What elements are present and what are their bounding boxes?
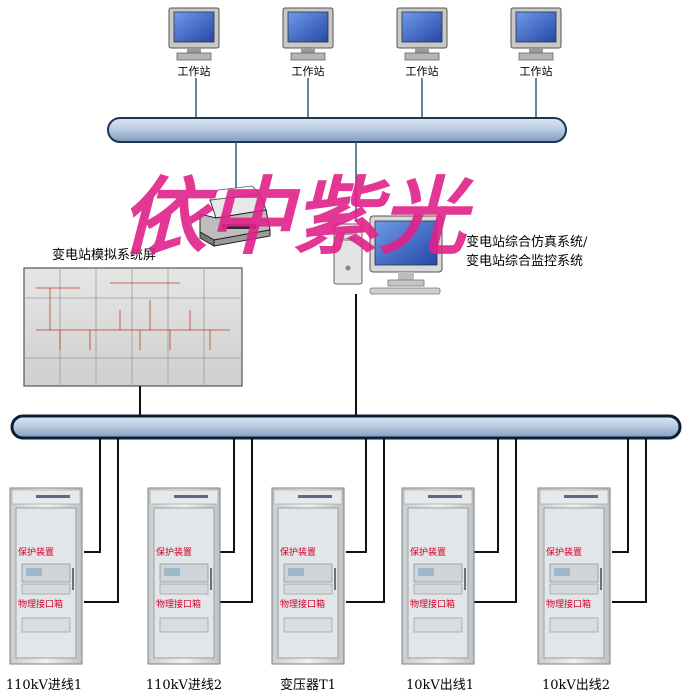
workstation-label: 工作站 — [292, 64, 325, 78]
bay-label: 变压器T1 — [280, 677, 336, 693]
bay-label: 10kV出线2 — [542, 678, 610, 693]
interface-box-label: 物理接口箱 — [18, 598, 63, 610]
protection-cabinets: 保护装置物理接口箱保护装置物理接口箱保护装置物理接口箱保护装置物理接口箱保护装置… — [9, 487, 611, 665]
interface-box-label: 物理接口箱 — [156, 598, 201, 610]
workstation-2 — [282, 7, 334, 61]
protection-device-label: 保护装置 — [18, 546, 54, 558]
workstation-links — [195, 78, 537, 118]
bay-label: 110kV进线1 — [6, 678, 82, 693]
lower-network-bus — [10, 414, 682, 440]
bay-label: 10kV出线1 — [406, 678, 474, 693]
bay-connection-lines — [84, 438, 647, 603]
desktop-computer-icon — [333, 215, 443, 295]
computer-monitor-icon — [282, 7, 334, 61]
simulation-screen-board — [23, 267, 243, 387]
workstation-label: 工作站 — [178, 64, 211, 78]
protection-device-label: 保护装置 — [156, 546, 192, 558]
printer-icon — [199, 185, 271, 247]
monitoring-pc — [333, 215, 443, 295]
interface-box-label: 物理接口箱 — [280, 598, 325, 610]
monitoring-system-label-line2: 变电站综合监控系统 — [466, 253, 583, 269]
computer-monitor-icon — [168, 7, 220, 61]
computer-monitor-icon — [510, 7, 562, 61]
computer-monitor-icon — [396, 7, 448, 61]
workstation-1 — [168, 7, 220, 61]
workstation-label: 工作站 — [406, 64, 439, 78]
protection-device-label: 保护装置 — [410, 546, 446, 558]
workstation-label: 工作站 — [520, 64, 553, 78]
workstation-3 — [396, 7, 448, 61]
protection-device-label: 保护装置 — [280, 546, 316, 558]
simulation-screen-label: 变电站模拟系统屏 — [52, 247, 156, 263]
protection-device-label: 保护装置 — [546, 546, 582, 558]
watermark-text: 依中紫光 — [120, 167, 474, 266]
printer — [199, 185, 271, 247]
lower-bus-up-links — [139, 294, 357, 416]
workstation-4 — [510, 7, 562, 61]
interface-box-label: 物理接口箱 — [410, 598, 455, 610]
interface-box-label: 物理接口箱 — [546, 598, 591, 610]
monitoring-system-label-line1: 变电站综合仿真系统/ — [466, 234, 588, 250]
upper-network-bus — [107, 117, 567, 143]
bay-label: 110kV进线2 — [146, 678, 222, 693]
